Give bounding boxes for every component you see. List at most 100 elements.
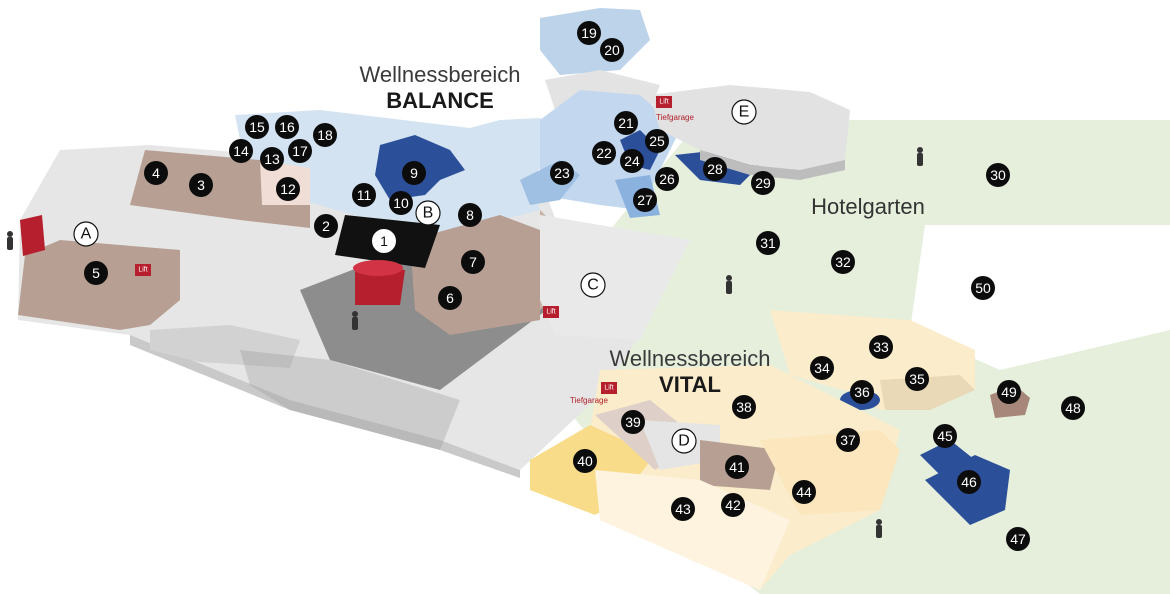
svg-text:4: 4 [152, 165, 160, 181]
marker-38[interactable]: 38 [732, 395, 756, 419]
svg-text:41: 41 [729, 459, 745, 475]
tiefgarage-label: Tiefgarage [570, 396, 609, 405]
marker-36[interactable]: 36 [850, 380, 874, 404]
marker-44[interactable]: 44 [792, 480, 816, 504]
svg-text:32: 32 [835, 254, 851, 270]
marker-2[interactable]: 2 [314, 214, 338, 238]
marker-5[interactable]: 5 [84, 261, 108, 285]
tiefgarage-label: Tiefgarage [656, 113, 695, 122]
marker-46[interactable]: 46 [957, 470, 981, 494]
marker-42[interactable]: 42 [721, 493, 745, 517]
building-e [650, 85, 850, 180]
marker-34[interactable]: 34 [810, 356, 834, 380]
marker-16[interactable]: 16 [275, 115, 299, 139]
svg-text:20: 20 [604, 42, 620, 58]
letter-marker-e[interactable]: E [731, 99, 757, 125]
marker-14[interactable]: 14 [229, 139, 253, 163]
svg-text:14: 14 [233, 143, 249, 159]
marker-25[interactable]: 25 [645, 129, 669, 153]
marker-43[interactable]: 43 [671, 497, 695, 521]
label-hotelgarten: Hotelgarten [811, 194, 925, 219]
taupe-rooms [18, 150, 560, 335]
lift-sign[interactable]: Lift [601, 382, 617, 394]
lift-sign[interactable]: Lift [656, 96, 672, 108]
marker-30[interactable]: 30 [986, 163, 1010, 187]
marker-21[interactable]: 21 [614, 111, 638, 135]
svg-text:30: 30 [990, 167, 1006, 183]
marker-27[interactable]: 27 [633, 188, 657, 212]
svg-text:1: 1 [380, 233, 388, 249]
marker-3[interactable]: 3 [189, 173, 213, 197]
marker-40[interactable]: 40 [573, 449, 597, 473]
person-icon [726, 275, 732, 294]
marker-26[interactable]: 26 [655, 167, 679, 191]
svg-text:22: 22 [596, 145, 612, 161]
marker-22[interactable]: 22 [592, 141, 616, 165]
svg-text:15: 15 [249, 119, 265, 135]
svg-text:34: 34 [814, 360, 830, 376]
marker-10[interactable]: 10 [389, 191, 413, 215]
svg-text:3: 3 [197, 177, 205, 193]
svg-text:7: 7 [469, 254, 477, 270]
marker-32[interactable]: 32 [831, 250, 855, 274]
letter-marker-d[interactable]: D [671, 428, 697, 454]
svg-text:39: 39 [625, 414, 641, 430]
title-vital-line1: Wellnessbereich [609, 346, 770, 371]
svg-text:29: 29 [755, 175, 771, 191]
marker-49[interactable]: 49 [997, 380, 1021, 404]
marker-29[interactable]: 29 [751, 171, 775, 195]
marker-7[interactable]: 7 [461, 250, 485, 274]
letter-marker-b[interactable]: B [415, 200, 441, 226]
svg-text:23: 23 [554, 165, 570, 181]
marker-9[interactable]: 9 [402, 161, 426, 185]
svg-text:44: 44 [796, 484, 812, 500]
marker-41[interactable]: 41 [725, 455, 749, 479]
person-icon [352, 311, 358, 330]
marker-12[interactable]: 12 [276, 177, 300, 201]
marker-20[interactable]: 20 [600, 38, 624, 62]
marker-47[interactable]: 47 [1006, 527, 1030, 551]
letter-marker-a[interactable]: A [73, 221, 99, 247]
marker-37[interactable]: 37 [836, 428, 860, 452]
svg-text:21: 21 [618, 115, 634, 131]
marker-45[interactable]: 45 [933, 424, 957, 448]
marker-19[interactable]: 19 [577, 21, 601, 45]
marker-6[interactable]: 6 [438, 286, 462, 310]
marker-13[interactable]: 13 [260, 147, 284, 171]
lift-sign[interactable]: Lift [543, 306, 559, 318]
balance-area [235, 8, 760, 235]
marker-4[interactable]: 4 [144, 161, 168, 185]
marker-18[interactable]: 18 [313, 123, 337, 147]
marker-11[interactable]: 11 [352, 183, 376, 207]
letter-marker-c[interactable]: C [580, 272, 606, 298]
building-c [540, 215, 690, 340]
svg-text:27: 27 [637, 192, 653, 208]
marker-1[interactable]: 1 [372, 229, 396, 253]
marker-35[interactable]: 35 [905, 367, 929, 391]
svg-text:38: 38 [736, 399, 752, 415]
marker-17[interactable]: 17 [288, 139, 312, 163]
svg-text:E: E [739, 104, 750, 121]
lounge-and-entrance [20, 215, 440, 305]
svg-text:40: 40 [577, 453, 593, 469]
svg-text:5: 5 [92, 265, 100, 281]
marker-24[interactable]: 24 [620, 149, 644, 173]
svg-text:16: 16 [279, 119, 295, 135]
marker-33[interactable]: 33 [869, 335, 893, 359]
marker-8[interactable]: 8 [458, 203, 482, 227]
svg-text:31: 31 [760, 235, 776, 251]
svg-text:6: 6 [446, 290, 454, 306]
number-markers: 1 2 3 4 5 6 7 8 9 10 11 12 13 14 15 16 1… [84, 21, 1085, 551]
marker-48[interactable]: 48 [1061, 396, 1085, 420]
svg-text:10: 10 [393, 195, 409, 211]
marker-31[interactable]: 31 [756, 231, 780, 255]
lift-sign[interactable]: Lift [135, 264, 151, 276]
marker-39[interactable]: 39 [621, 410, 645, 434]
marker-28[interactable]: 28 [703, 157, 727, 181]
svg-text:50: 50 [975, 280, 991, 296]
svg-text:49: 49 [1001, 384, 1017, 400]
marker-23[interactable]: 23 [550, 161, 574, 185]
marker-15[interactable]: 15 [245, 115, 269, 139]
marker-50[interactable]: 50 [971, 276, 995, 300]
